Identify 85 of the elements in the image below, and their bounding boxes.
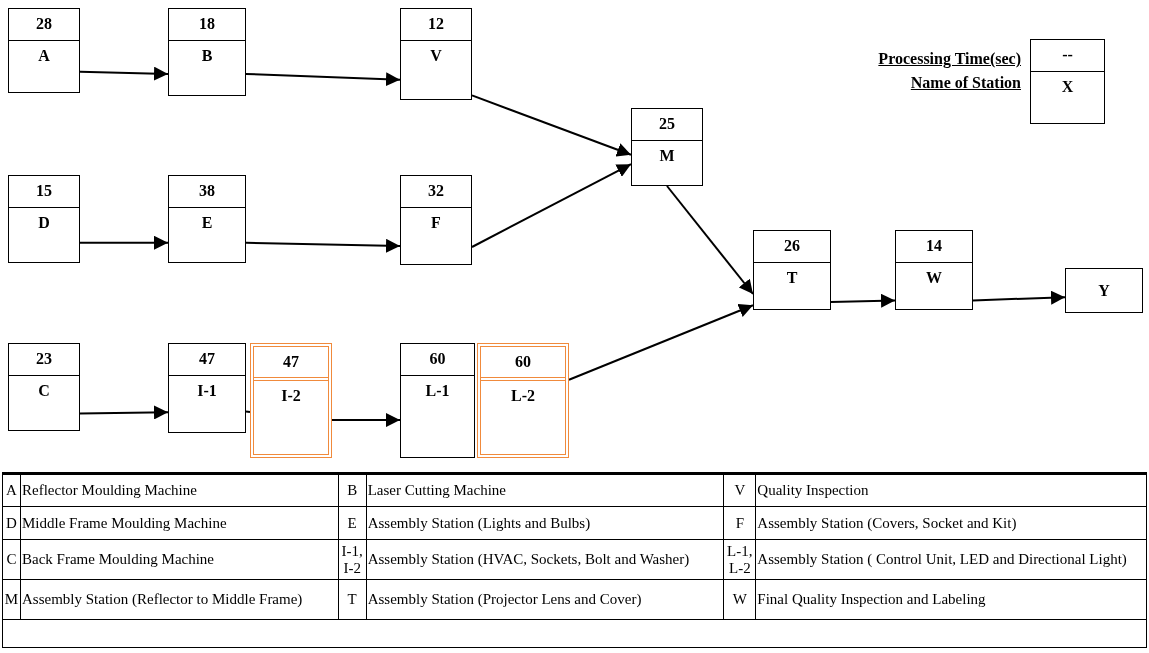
- arrow: [471, 163, 632, 248]
- station-description: Middle Frame Moulding Machine: [20, 506, 339, 540]
- station-box: [400, 8, 472, 100]
- arrow: [79, 235, 169, 250]
- processing-time: 47: [254, 347, 328, 381]
- processing-time: 47: [169, 344, 245, 376]
- key-label: Processing Time(sec): [878, 50, 1021, 68]
- processing-time: 28: [9, 9, 79, 41]
- station-name: D: [37, 214, 51, 232]
- station-name: Y: [1098, 281, 1110, 300]
- station-box: [895, 230, 973, 310]
- station-name: E: [200, 214, 214, 232]
- station-name: V: [429, 47, 443, 65]
- station-code: A: [2, 473, 21, 507]
- processing-time: 60: [481, 347, 565, 381]
- station-name: F: [430, 214, 442, 232]
- processing-time: 32: [401, 176, 471, 208]
- station-box: [400, 343, 475, 458]
- station-code: C: [2, 539, 21, 580]
- station-box: [8, 175, 80, 263]
- station-code: E: [338, 506, 367, 540]
- station-code: D: [2, 506, 21, 540]
- arrow: [471, 94, 632, 157]
- station-description: Assembly Station ( Control Unit, LED and Directional Light): [755, 539, 1147, 580]
- station-name: C: [37, 382, 51, 400]
- station-description: Assembly Station (Projector Lens and Cover): [366, 579, 724, 620]
- station-name: I-2: [280, 387, 302, 405]
- key-label: Name of Station: [910, 74, 1021, 92]
- station-box: [168, 8, 246, 96]
- station-name: I-1: [196, 382, 218, 400]
- arrow: [245, 238, 401, 253]
- station-name: X: [1060, 78, 1075, 96]
- arrow: [245, 72, 401, 87]
- arrow: [79, 66, 169, 81]
- station-code: I-1, I-2: [338, 539, 367, 580]
- processing-time: 23: [9, 344, 79, 376]
- station-description: Assembly Station (Covers, Socket and Kit): [755, 506, 1147, 540]
- station-description: Assembly Station (HVAC, Sockets, Bolt and Washer): [366, 539, 724, 580]
- station-box: [400, 175, 472, 265]
- station-name: L-2: [510, 387, 536, 405]
- arrow: [79, 405, 169, 420]
- station-description: Assembly Station (Reflector to Middle Frame): [20, 579, 339, 620]
- station-code: T: [338, 579, 367, 620]
- processing-time: 18: [169, 9, 245, 41]
- processing-time: 15: [9, 176, 79, 208]
- station-code: B: [338, 473, 367, 507]
- processing-time: 14: [896, 231, 972, 263]
- arrow: [830, 293, 896, 308]
- station-box: [477, 343, 569, 458]
- station-box: [168, 343, 246, 433]
- arrow: [331, 413, 401, 428]
- station-box: [753, 230, 831, 310]
- station-description: Quality Inspection: [755, 473, 1147, 507]
- station-box: [8, 8, 80, 93]
- processing-time: --: [1031, 40, 1104, 72]
- station-name: A: [37, 47, 51, 65]
- station-code: F: [723, 506, 756, 540]
- station-box: [250, 343, 332, 458]
- station-code: M: [2, 579, 21, 620]
- station-description: Assembly Station (Lights and Bulbs): [366, 506, 724, 540]
- station-name: B: [200, 47, 214, 65]
- arrow: [568, 303, 754, 381]
- processing-time: 25: [632, 109, 702, 141]
- arrow: [972, 290, 1066, 305]
- station-name: M: [658, 147, 676, 165]
- station-box: [168, 175, 246, 263]
- processing-time: 26: [754, 231, 830, 263]
- station-name: T: [785, 269, 799, 287]
- station-box: [631, 108, 703, 186]
- station-box: [1065, 268, 1143, 313]
- station-code: W: [723, 579, 756, 620]
- processing-time: 12: [401, 9, 471, 41]
- station-name: L-1: [424, 382, 451, 400]
- station-code: V: [723, 473, 756, 507]
- arrow: [666, 185, 754, 295]
- processing-time: 60: [401, 344, 474, 376]
- station-description: Reflector Moulding Machine: [20, 473, 339, 507]
- station-description: Final Quality Inspection and Labeling: [755, 579, 1147, 620]
- station-name: W: [925, 269, 943, 287]
- processing-time: 38: [169, 176, 245, 208]
- connector-line: [245, 410, 251, 413]
- station-description: Back Frame Moulding Machine: [20, 539, 339, 580]
- station-description: Laser Cutting Machine: [366, 473, 724, 507]
- station-box: [8, 343, 80, 431]
- station-code: L-1, L-2: [723, 539, 756, 580]
